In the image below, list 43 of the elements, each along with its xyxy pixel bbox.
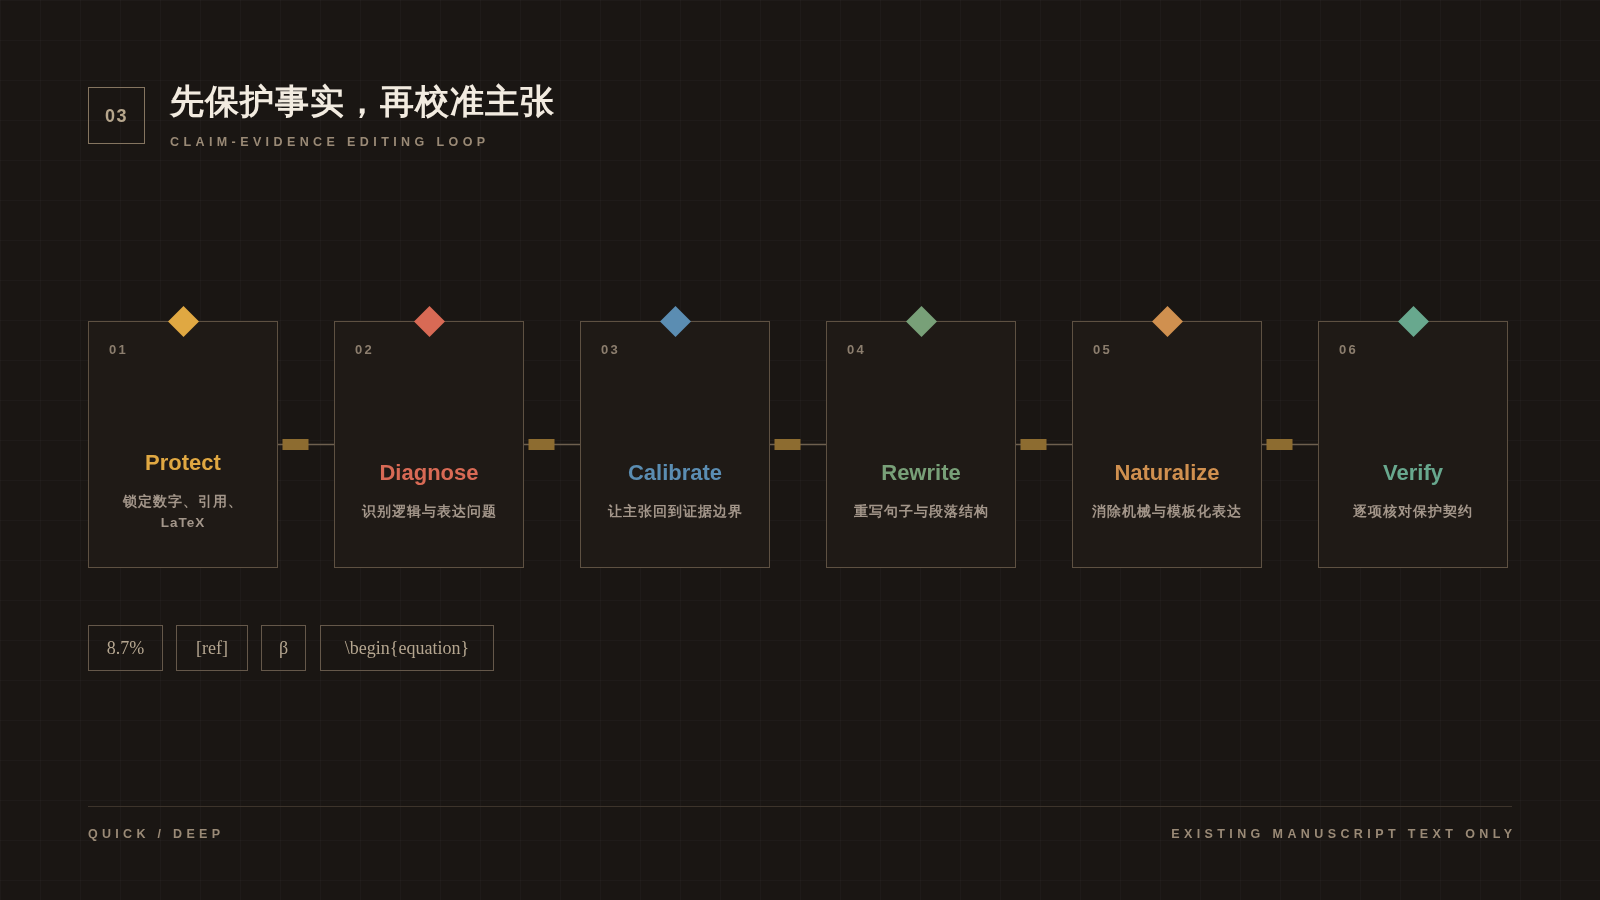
token-frame xyxy=(88,625,163,671)
step-description: 重写句子与段落结构 xyxy=(852,503,990,521)
footer-scope-note: EXISTING MANUSCRIPT TEXT ONLY xyxy=(1171,826,1517,842)
step-number: 02 xyxy=(355,342,374,358)
section-number: 03 xyxy=(105,104,128,127)
step-card xyxy=(88,321,278,568)
token-frame xyxy=(320,625,494,671)
section-frame xyxy=(88,87,145,144)
step-number: 04 xyxy=(847,342,866,358)
step-title: Protect xyxy=(145,449,221,476)
connector-line xyxy=(1261,439,1319,450)
step-card xyxy=(334,321,524,568)
connector-line xyxy=(277,439,335,450)
connector-line xyxy=(523,439,581,450)
step-title: Calibrate xyxy=(627,460,723,486)
step-title: Verify xyxy=(1383,460,1443,486)
step-description: 识别逻辑与表达问题 xyxy=(360,503,498,521)
connector-line xyxy=(769,439,827,450)
footer-mode-label: QUICK / DEEP xyxy=(88,826,225,842)
step-title: Diagnose xyxy=(379,460,479,486)
token-text: β xyxy=(278,637,289,659)
step-number: 06 xyxy=(1339,342,1358,358)
step-card xyxy=(1318,321,1508,568)
step-title: Naturalize xyxy=(1114,460,1220,486)
step-description: 让主张回到证据边界 xyxy=(606,503,744,521)
step-card xyxy=(826,321,1016,568)
step-card xyxy=(580,321,770,568)
slide-subtitle: CLAIM-EVIDENCE EDITING LOOP xyxy=(170,134,490,150)
token-text: [ref] xyxy=(196,637,228,659)
token-frame xyxy=(261,625,306,671)
step-card xyxy=(1072,321,1262,568)
slide-title: 先保护事实，再校准主张 xyxy=(170,81,555,121)
step-description: 逐项核对保护契约 xyxy=(1352,503,1474,521)
step-title: Rewrite xyxy=(881,460,961,486)
step-description: 锁定数字、引用、LaTeX xyxy=(121,492,244,532)
token-frame xyxy=(176,625,248,671)
connector-line xyxy=(1015,439,1073,450)
step-number: 03 xyxy=(601,342,620,358)
step-number: 01 xyxy=(109,342,128,358)
step-description: 消除机械与模板化表达 xyxy=(1092,503,1242,521)
step-number: 05 xyxy=(1093,342,1112,358)
token-text: \begin{equation} xyxy=(344,637,470,659)
token-text: 8.7% xyxy=(106,637,145,659)
